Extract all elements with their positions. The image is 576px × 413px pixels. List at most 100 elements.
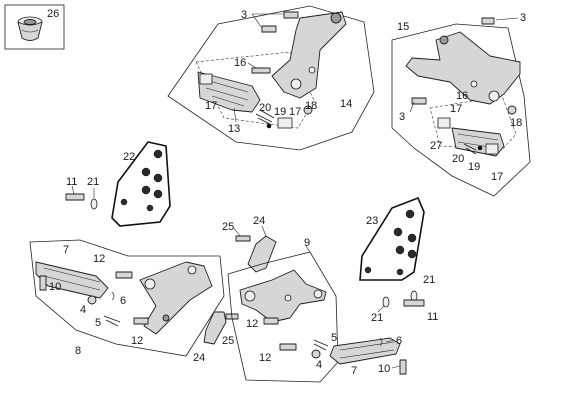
- callout-4: 4: [80, 304, 86, 316]
- cap-17d: [485, 143, 499, 155]
- bolt-3c: [411, 97, 427, 105]
- bracket-15-icon: [405, 31, 521, 105]
- callout-21: 21: [371, 312, 383, 324]
- assembly-15-outline: [391, 23, 531, 197]
- assembly-14-left-footrest-bracket: 3 16 17 13 20 19 17 18 14: [167, 5, 375, 151]
- callout-26: 26: [47, 8, 59, 20]
- callout-23: 23: [366, 215, 378, 227]
- callout-14: 14: [340, 98, 352, 110]
- pin-10b: [399, 359, 407, 375]
- callout-17: 17: [450, 103, 462, 115]
- callout-25: 25: [222, 335, 234, 347]
- bolt-25a: [235, 235, 251, 242]
- callout-7: 7: [351, 365, 357, 377]
- grommet-icon: [17, 16, 43, 41]
- bolt-12c: [263, 317, 279, 325]
- callout-17: 17: [205, 100, 217, 112]
- spring-20a-icon: [255, 109, 275, 125]
- footpeg-7a-icon: [35, 261, 109, 299]
- footpeg-13-icon: [197, 71, 261, 113]
- cap-17a: [199, 73, 213, 85]
- clip-6b: [379, 337, 383, 347]
- callout-12: 12: [246, 318, 258, 330]
- washer-21b: [382, 296, 390, 308]
- callout-12: 12: [131, 335, 143, 347]
- ball-19a: [266, 123, 272, 129]
- callout-12: 12: [259, 352, 271, 364]
- bolt-12d: [279, 343, 297, 351]
- callout-18: 18: [305, 100, 317, 112]
- part-26-grommet-inset: 26: [4, 4, 65, 50]
- assembly-8-passenger-footrest-left: 7 10 12 6 4 5 12 8 24 25: [29, 239, 239, 364]
- bolt-12b: [133, 317, 149, 325]
- callout-8: 8: [75, 345, 81, 357]
- bracket-8-icon: [139, 261, 213, 335]
- callout-19: 19: [468, 161, 480, 173]
- callout-11: 11: [66, 176, 77, 188]
- spring-20b: [463, 143, 477, 155]
- link-24-upper: 24 25: [222, 215, 277, 273]
- callout-20: 20: [452, 153, 464, 165]
- spring-5a: [103, 315, 121, 327]
- bolt-11a: [65, 193, 85, 201]
- callout-15: 15: [397, 21, 409, 33]
- plate-22-heel-guard: 22 11 21: [65, 141, 171, 227]
- callout-3: 3: [241, 9, 247, 21]
- callout-16: 16: [234, 57, 246, 69]
- callout-25: 25: [222, 221, 234, 233]
- callout-6: 6: [396, 335, 402, 347]
- callout-20: 20: [259, 102, 271, 114]
- bracket-14-icon: [271, 11, 347, 99]
- ball-4a: [87, 295, 97, 305]
- spring-5b: [313, 339, 329, 351]
- bolt-11b: [403, 299, 425, 307]
- callout-12: 12: [93, 253, 105, 265]
- footpeg-7b-icon: [329, 337, 401, 365]
- bolt-12a: [115, 271, 133, 279]
- callout-6: 6: [120, 295, 126, 307]
- bolt-3a-icon: [261, 11, 299, 33]
- callout-5: 5: [331, 332, 337, 344]
- callout-17: 17: [289, 106, 301, 118]
- plate-23-icon: [359, 196, 425, 281]
- plate-22-icon: [111, 141, 171, 227]
- clip-6a: [111, 291, 115, 301]
- plate-23-heel-guard: 23 21 21 11: [359, 196, 438, 324]
- ball-19b: [477, 145, 483, 151]
- bolt-3b: [481, 17, 495, 25]
- nut-18a: [303, 105, 313, 115]
- assembly-9-passenger-footrest-right: 9 12 5 6 12 4 7 10: [227, 237, 407, 383]
- callout-11: 11: [427, 311, 438, 323]
- bracket-9-icon: [239, 269, 327, 323]
- callout-27: 27: [430, 140, 442, 152]
- callout-24: 24: [253, 215, 265, 227]
- nut-18b: [507, 105, 517, 115]
- ball-4b: [311, 349, 321, 359]
- assembly-14-outline: [167, 5, 375, 151]
- callout-4: 4: [316, 359, 322, 371]
- callout-10: 10: [378, 363, 390, 375]
- callout-21: 21: [423, 274, 435, 286]
- cap-17b: [277, 117, 293, 129]
- callout-24: 24: [193, 352, 205, 364]
- callout-13: 13: [228, 123, 240, 135]
- washer-21c: [410, 290, 418, 302]
- inset-frame: [4, 4, 65, 50]
- callout-22: 22: [123, 151, 135, 163]
- callout-18: 18: [510, 117, 522, 129]
- callout-16: 16: [456, 90, 468, 102]
- callout-10: 10: [49, 281, 61, 293]
- callout-19: 19: [274, 106, 286, 118]
- callout-3: 3: [399, 111, 405, 123]
- callout-17: 17: [491, 171, 503, 183]
- washer-21a: [90, 198, 98, 210]
- assembly-8-outline: [29, 239, 225, 357]
- callout-7: 7: [63, 244, 69, 256]
- pin-16a-icon: [251, 67, 271, 74]
- callout-21: 21: [87, 176, 99, 188]
- assembly-14-dashed-group: [195, 51, 315, 129]
- pin-10a: [39, 275, 47, 291]
- assembly-15-right-footrest-bracket: 15 3 3 16 17 18 27 20 19 17: [391, 12, 531, 197]
- cap-17c: [437, 117, 451, 129]
